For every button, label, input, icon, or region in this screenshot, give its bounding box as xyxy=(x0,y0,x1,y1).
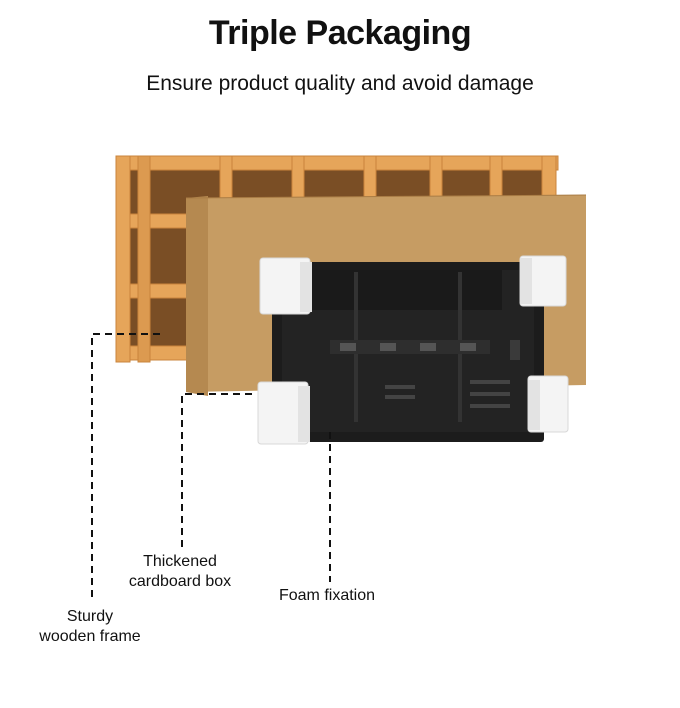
label-wooden-frame: Sturdy wooden frame xyxy=(25,607,155,647)
label-cardboard-box-line-1: Thickened xyxy=(143,553,217,570)
leader-lines xyxy=(91,333,331,602)
page-title: Triple Packaging xyxy=(208,14,472,52)
label-wooden-frame-line-2: wooden frame xyxy=(39,628,141,645)
label-wooden-frame-line-1: Sturdy xyxy=(66,608,114,625)
label-cardboard-box: Thickened cardboard box xyxy=(120,552,240,592)
display-back xyxy=(272,262,544,442)
foam-corner-top-right xyxy=(519,255,567,307)
leader-line-cardboard-box xyxy=(181,393,252,548)
foam-corner-top-left xyxy=(259,257,312,315)
foam-corner-bottom-left xyxy=(257,381,310,445)
page-subtitle: Ensure product quality and avoid damage xyxy=(146,72,534,95)
label-foam-fixation: Foam fixation xyxy=(278,587,376,604)
leader-line-wooden-frame xyxy=(91,333,160,602)
label-cardboard-box-line-2: cardboard box xyxy=(128,573,232,590)
foam-corner-bottom-right xyxy=(527,375,569,433)
foam-corners xyxy=(257,255,569,445)
